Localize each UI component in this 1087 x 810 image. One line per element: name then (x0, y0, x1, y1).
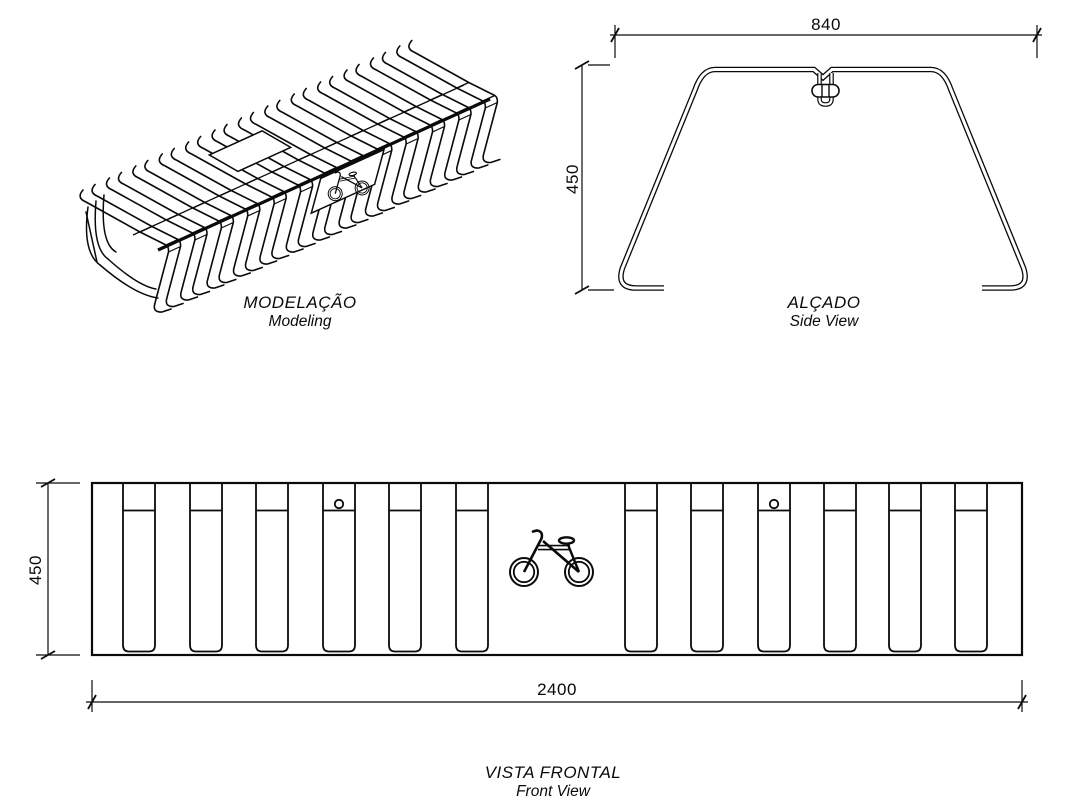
modeling-view-drawing (80, 41, 500, 313)
side-view-title-pt: ALÇADO (787, 293, 861, 312)
side-view-title-en: Side View (789, 313, 859, 330)
modeling-back-rail (132, 84, 465, 236)
modeling-title-pt: MODELAÇÃO (243, 293, 357, 312)
front-height-dim-text: 450 (26, 555, 45, 585)
side-frame (618, 66, 1028, 291)
side-view-drawing (574, 25, 1042, 295)
front-view-title-en: Front View (516, 783, 590, 800)
bolt-detail (811, 83, 840, 98)
front-height-dimension (36, 478, 80, 660)
front-view-title-pt: VISTA FRONTAL (484, 763, 622, 782)
side-width-dimension (610, 25, 1042, 58)
front-view-drawing (36, 478, 1028, 712)
front-body-outline (90, 481, 1024, 657)
modeling-end-cap (85, 194, 159, 299)
side-height-dimension (574, 60, 614, 295)
modeling-title-en: Modeling (268, 313, 332, 330)
side-width-dim-text: 840 (811, 15, 841, 34)
front-width-dimension (86, 680, 1028, 712)
modeling-slats (80, 41, 500, 313)
fixing-hole-left (333, 498, 345, 510)
modeling-top-panel (207, 130, 293, 173)
side-height-dim-text: 450 (563, 164, 582, 194)
front-width-dim-text: 2400 (537, 680, 577, 699)
fixing-hole-right (768, 498, 780, 510)
modeling-spine-rail (157, 97, 491, 252)
